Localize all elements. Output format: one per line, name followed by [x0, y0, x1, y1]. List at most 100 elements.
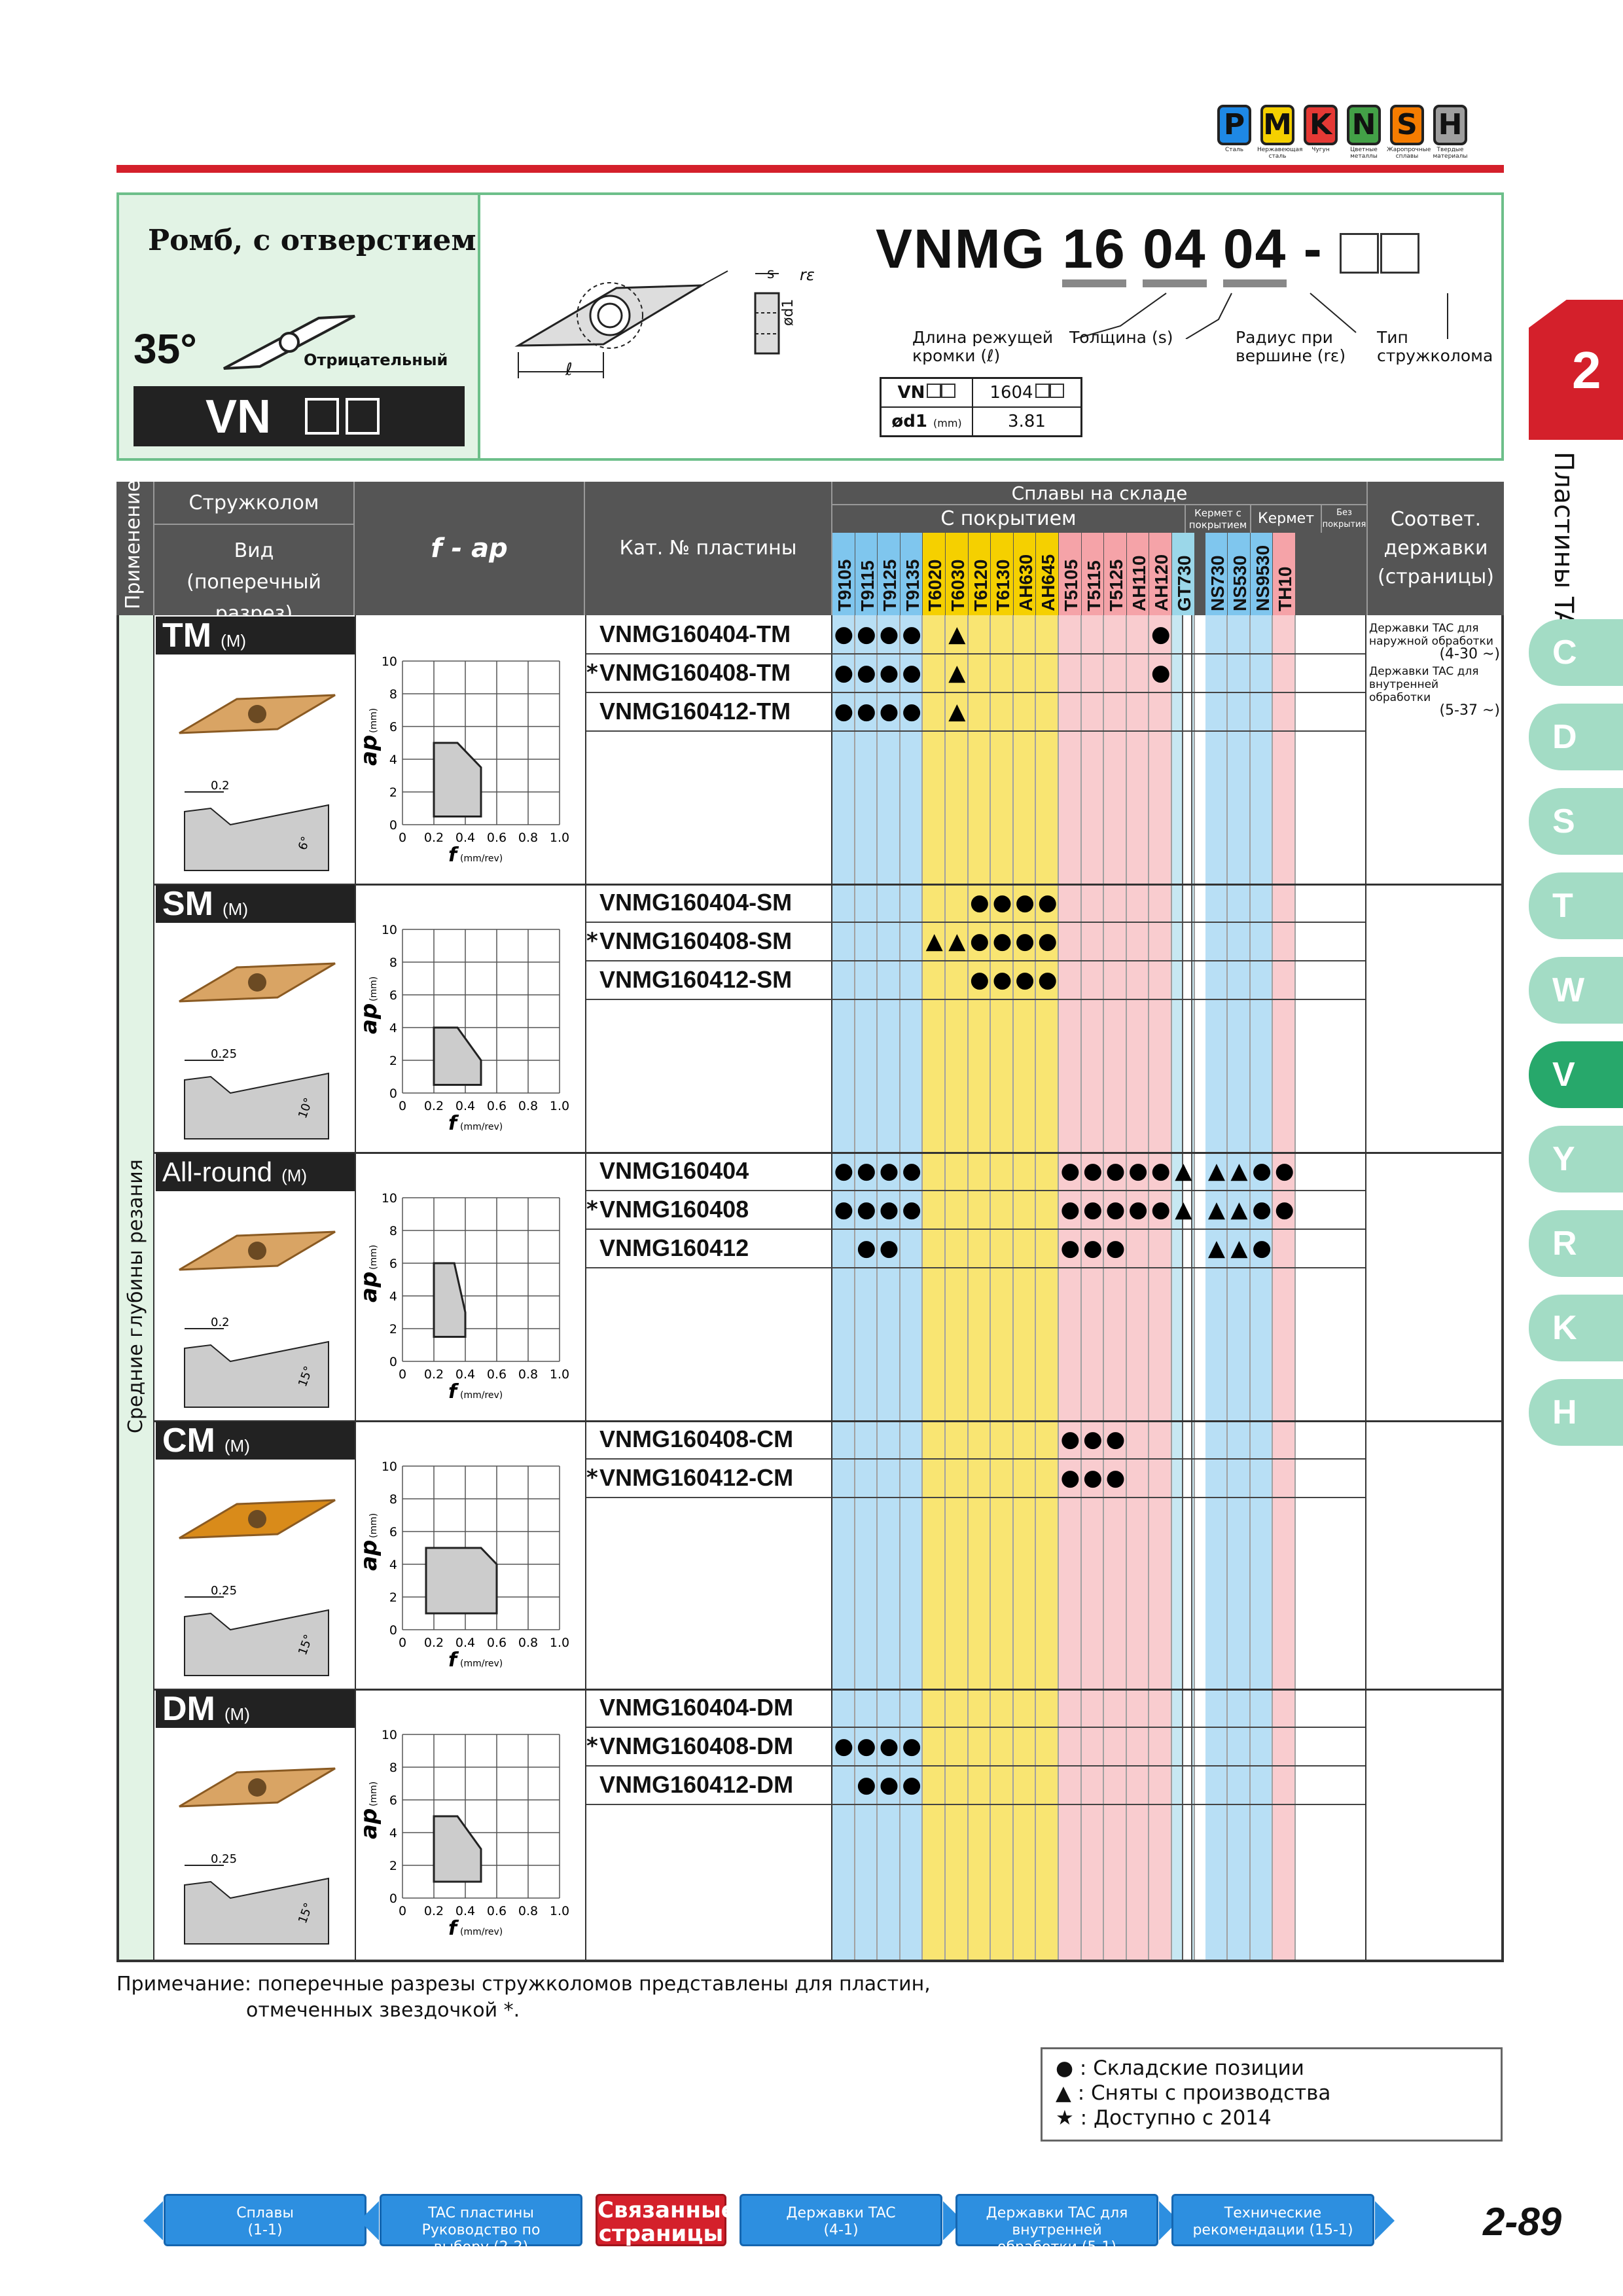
cross-section: 0.215° [184, 1316, 329, 1408]
grade-column [900, 615, 923, 1960]
table-row[interactable]: VNMG160412-SM [586, 961, 831, 999]
section-tab-w[interactable]: W [1529, 957, 1623, 1024]
header-uncoated: Без покрытия [1322, 508, 1366, 529]
nav-button-0[interactable]: Сплавы(1-1) [143, 2194, 366, 2246]
group-divider [154, 1152, 1504, 1154]
section-tab-letter: H [1552, 1393, 1577, 1431]
grade-header-label: T6120 [970, 559, 991, 611]
y-tick: 0 [389, 1623, 397, 1638]
table-row[interactable]: VNMG160404-SM [586, 884, 831, 922]
table-row[interactable]: VNMG160404-TM [586, 615, 831, 653]
row-divider [586, 730, 1365, 732]
grade-header-ns9530: NS9530 [1250, 533, 1274, 615]
x-tick: 0.8 [518, 1099, 538, 1113]
table-row[interactable]: *VNMG160412-CM [586, 1459, 831, 1497]
legend-symbol: ● [1056, 2056, 1074, 2080]
grade-column [1126, 615, 1150, 1960]
stock-mark: ▲ [1230, 1196, 1248, 1223]
chipbreaker-suffix: (M) [224, 1704, 250, 1724]
table-row[interactable]: VNMG160404 [586, 1152, 831, 1190]
grade-column [855, 615, 878, 1960]
table-row[interactable]: VNMG160412-DM [586, 1766, 831, 1804]
iso-tab-letter: P [1223, 108, 1245, 141]
stock-mark: ● [1083, 1426, 1103, 1452]
y-tick: 10 [382, 1728, 397, 1742]
chipbreaker-name: CM(M) [156, 1422, 355, 1460]
stock-mark: ● [1105, 1465, 1126, 1491]
table-row[interactable]: *VNMG160408-TM [586, 654, 831, 692]
row-divider [586, 1458, 1365, 1460]
stock-mark: ● [834, 621, 854, 647]
header-grades-in-stock: Сплавы на складе [832, 482, 1366, 505]
nav-label-line1: Державки TAC [786, 2205, 896, 2221]
x-tick-zero: 0 [399, 831, 406, 845]
grade-header-label: T9105 [834, 559, 855, 611]
row-divider [586, 1497, 1365, 1498]
table-row[interactable]: *VNMG160408-SM [586, 922, 831, 960]
table-row[interactable]: VNMG160408-CM [586, 1420, 831, 1458]
x-axis-label: f [448, 1112, 459, 1135]
dim-table-row2-value: 3.81 [1008, 412, 1046, 431]
stock-mark: ▲ [1207, 1235, 1225, 1261]
section-tab-s[interactable]: S [1529, 788, 1623, 855]
x-tick: 1.0 [550, 1099, 569, 1113]
shape-title: Ромб, с отверстием [148, 224, 476, 257]
grade-header-ah645: AH645 [1036, 533, 1059, 615]
legend-thickness: Толщина (s) [1069, 328, 1173, 347]
section-tab-y[interactable]: Y [1529, 1126, 1623, 1193]
stock-mark: ● [834, 1733, 854, 1759]
table-row[interactable]: *VNMG160408-DM [586, 1727, 831, 1765]
grade-header-label: AH120 [1151, 554, 1172, 611]
stock-mark: ● [1015, 928, 1035, 954]
table-row[interactable]: VNMG160404-DM [586, 1689, 831, 1727]
group-divider [154, 1689, 1504, 1691]
nav-button-3[interactable]: Державки TAC(4-1) [740, 2194, 963, 2246]
table-row[interactable]: *VNMG160408 [586, 1191, 831, 1229]
x-tick: 0.4 [455, 1904, 475, 1918]
star-marker: * [586, 928, 598, 954]
stock-mark: ● [879, 1158, 899, 1184]
stock-mark: ● [1083, 1158, 1103, 1184]
table-row[interactable]: VNMG160412-TM [586, 692, 831, 730]
section-tab-t[interactable]: T [1529, 872, 1623, 939]
grade-header-t5105: T5105 [1059, 533, 1082, 615]
section-tab-k[interactable]: K [1529, 1295, 1623, 1361]
iso-tab-n: N [1347, 105, 1381, 145]
y-tick: 4 [389, 753, 397, 767]
stock-mark: ● [1128, 1158, 1148, 1184]
grade-header-t6120: T6120 [968, 533, 991, 615]
grade-column [1059, 615, 1082, 1960]
section-tab-c[interactable]: C [1529, 619, 1623, 686]
x-axis-unit: (mm/rev) [460, 853, 503, 864]
iso-tab-letter: S [1397, 108, 1418, 141]
grade-header-label: NS730 [1207, 555, 1228, 611]
stock-mark: ▲ [1207, 1196, 1225, 1223]
x-tick: 0.2 [424, 1367, 444, 1382]
stock-mark: ● [1060, 1235, 1080, 1261]
designation-leaders [1074, 293, 1448, 339]
section-tab-d[interactable]: D [1529, 704, 1623, 770]
section-tab-v[interactable]: V [1529, 1041, 1623, 1108]
table-row[interactable]: VNMG160412 [586, 1229, 831, 1267]
grade-header-t5115: T5115 [1081, 533, 1105, 615]
recommended-range [425, 1547, 498, 1615]
chipbreaker-suffix: (M) [224, 1436, 250, 1456]
y-tick: 2 [389, 1859, 397, 1873]
stock-mark: ● [902, 1158, 921, 1184]
y-tick: 6 [389, 1257, 397, 1271]
section-tab-r[interactable]: R [1529, 1210, 1623, 1277]
section-tab-letter: Y [1552, 1140, 1575, 1178]
recommended-range [433, 1262, 467, 1338]
catalog-number: VNMG160404-DM [599, 1694, 794, 1721]
section-tab-letter: T [1552, 887, 1573, 925]
x-axis-label: f [448, 1917, 459, 1940]
grade-column [1149, 615, 1172, 1960]
section-tab-h[interactable]: H [1529, 1379, 1623, 1446]
